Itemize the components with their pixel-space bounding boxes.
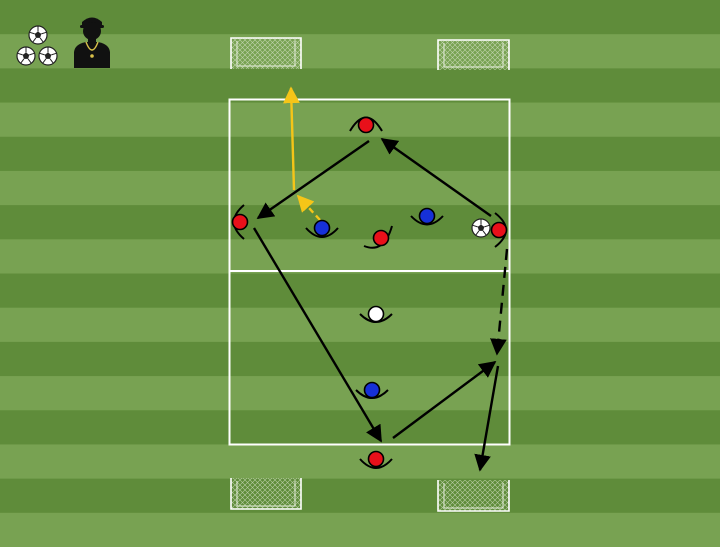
pass-arrow bbox=[380, 138, 492, 217]
red-player bbox=[363, 225, 393, 249]
grass-stripe bbox=[0, 68, 720, 104]
pass-arrows bbox=[252, 138, 509, 472]
goal-bottom-right bbox=[437, 480, 510, 512]
grass-stripe bbox=[0, 273, 720, 309]
blue-player bbox=[355, 381, 389, 399]
goal-top-left bbox=[230, 37, 302, 69]
soccer-ball-icon bbox=[471, 218, 491, 238]
dribble-arrow bbox=[296, 194, 321, 221]
red-player bbox=[349, 116, 383, 134]
grass-stripe bbox=[0, 478, 720, 514]
shot-arrows bbox=[283, 86, 321, 221]
grass-stripe bbox=[0, 170, 720, 206]
grass-stripe bbox=[0, 410, 720, 445]
pass-arrow bbox=[392, 360, 497, 439]
pass-arrow bbox=[474, 365, 500, 472]
red-player bbox=[490, 212, 508, 248]
pass-arrow bbox=[256, 140, 370, 219]
players bbox=[231, 116, 508, 469]
blue-player bbox=[305, 219, 339, 238]
neutral-player bbox=[359, 305, 393, 323]
pass-arrow bbox=[252, 227, 383, 443]
grass-stripe bbox=[0, 444, 720, 480]
grass-stripe bbox=[0, 341, 720, 377]
grass-stripe bbox=[0, 0, 720, 35]
grass-stripe bbox=[0, 512, 720, 547]
grass-stripe bbox=[0, 239, 720, 274]
grass-stripe bbox=[0, 34, 720, 69]
shot-arrow bbox=[283, 86, 300, 191]
goal-top-right bbox=[437, 39, 510, 70]
blue-player bbox=[410, 207, 444, 226]
grass-stripe bbox=[0, 205, 720, 240]
coach-icon bbox=[74, 17, 110, 68]
grass-stripe bbox=[0, 136, 720, 172]
goal-bottom-left bbox=[230, 478, 302, 510]
grass-stripe bbox=[0, 307, 720, 343]
red-player bbox=[231, 204, 249, 240]
red-player bbox=[359, 450, 393, 469]
